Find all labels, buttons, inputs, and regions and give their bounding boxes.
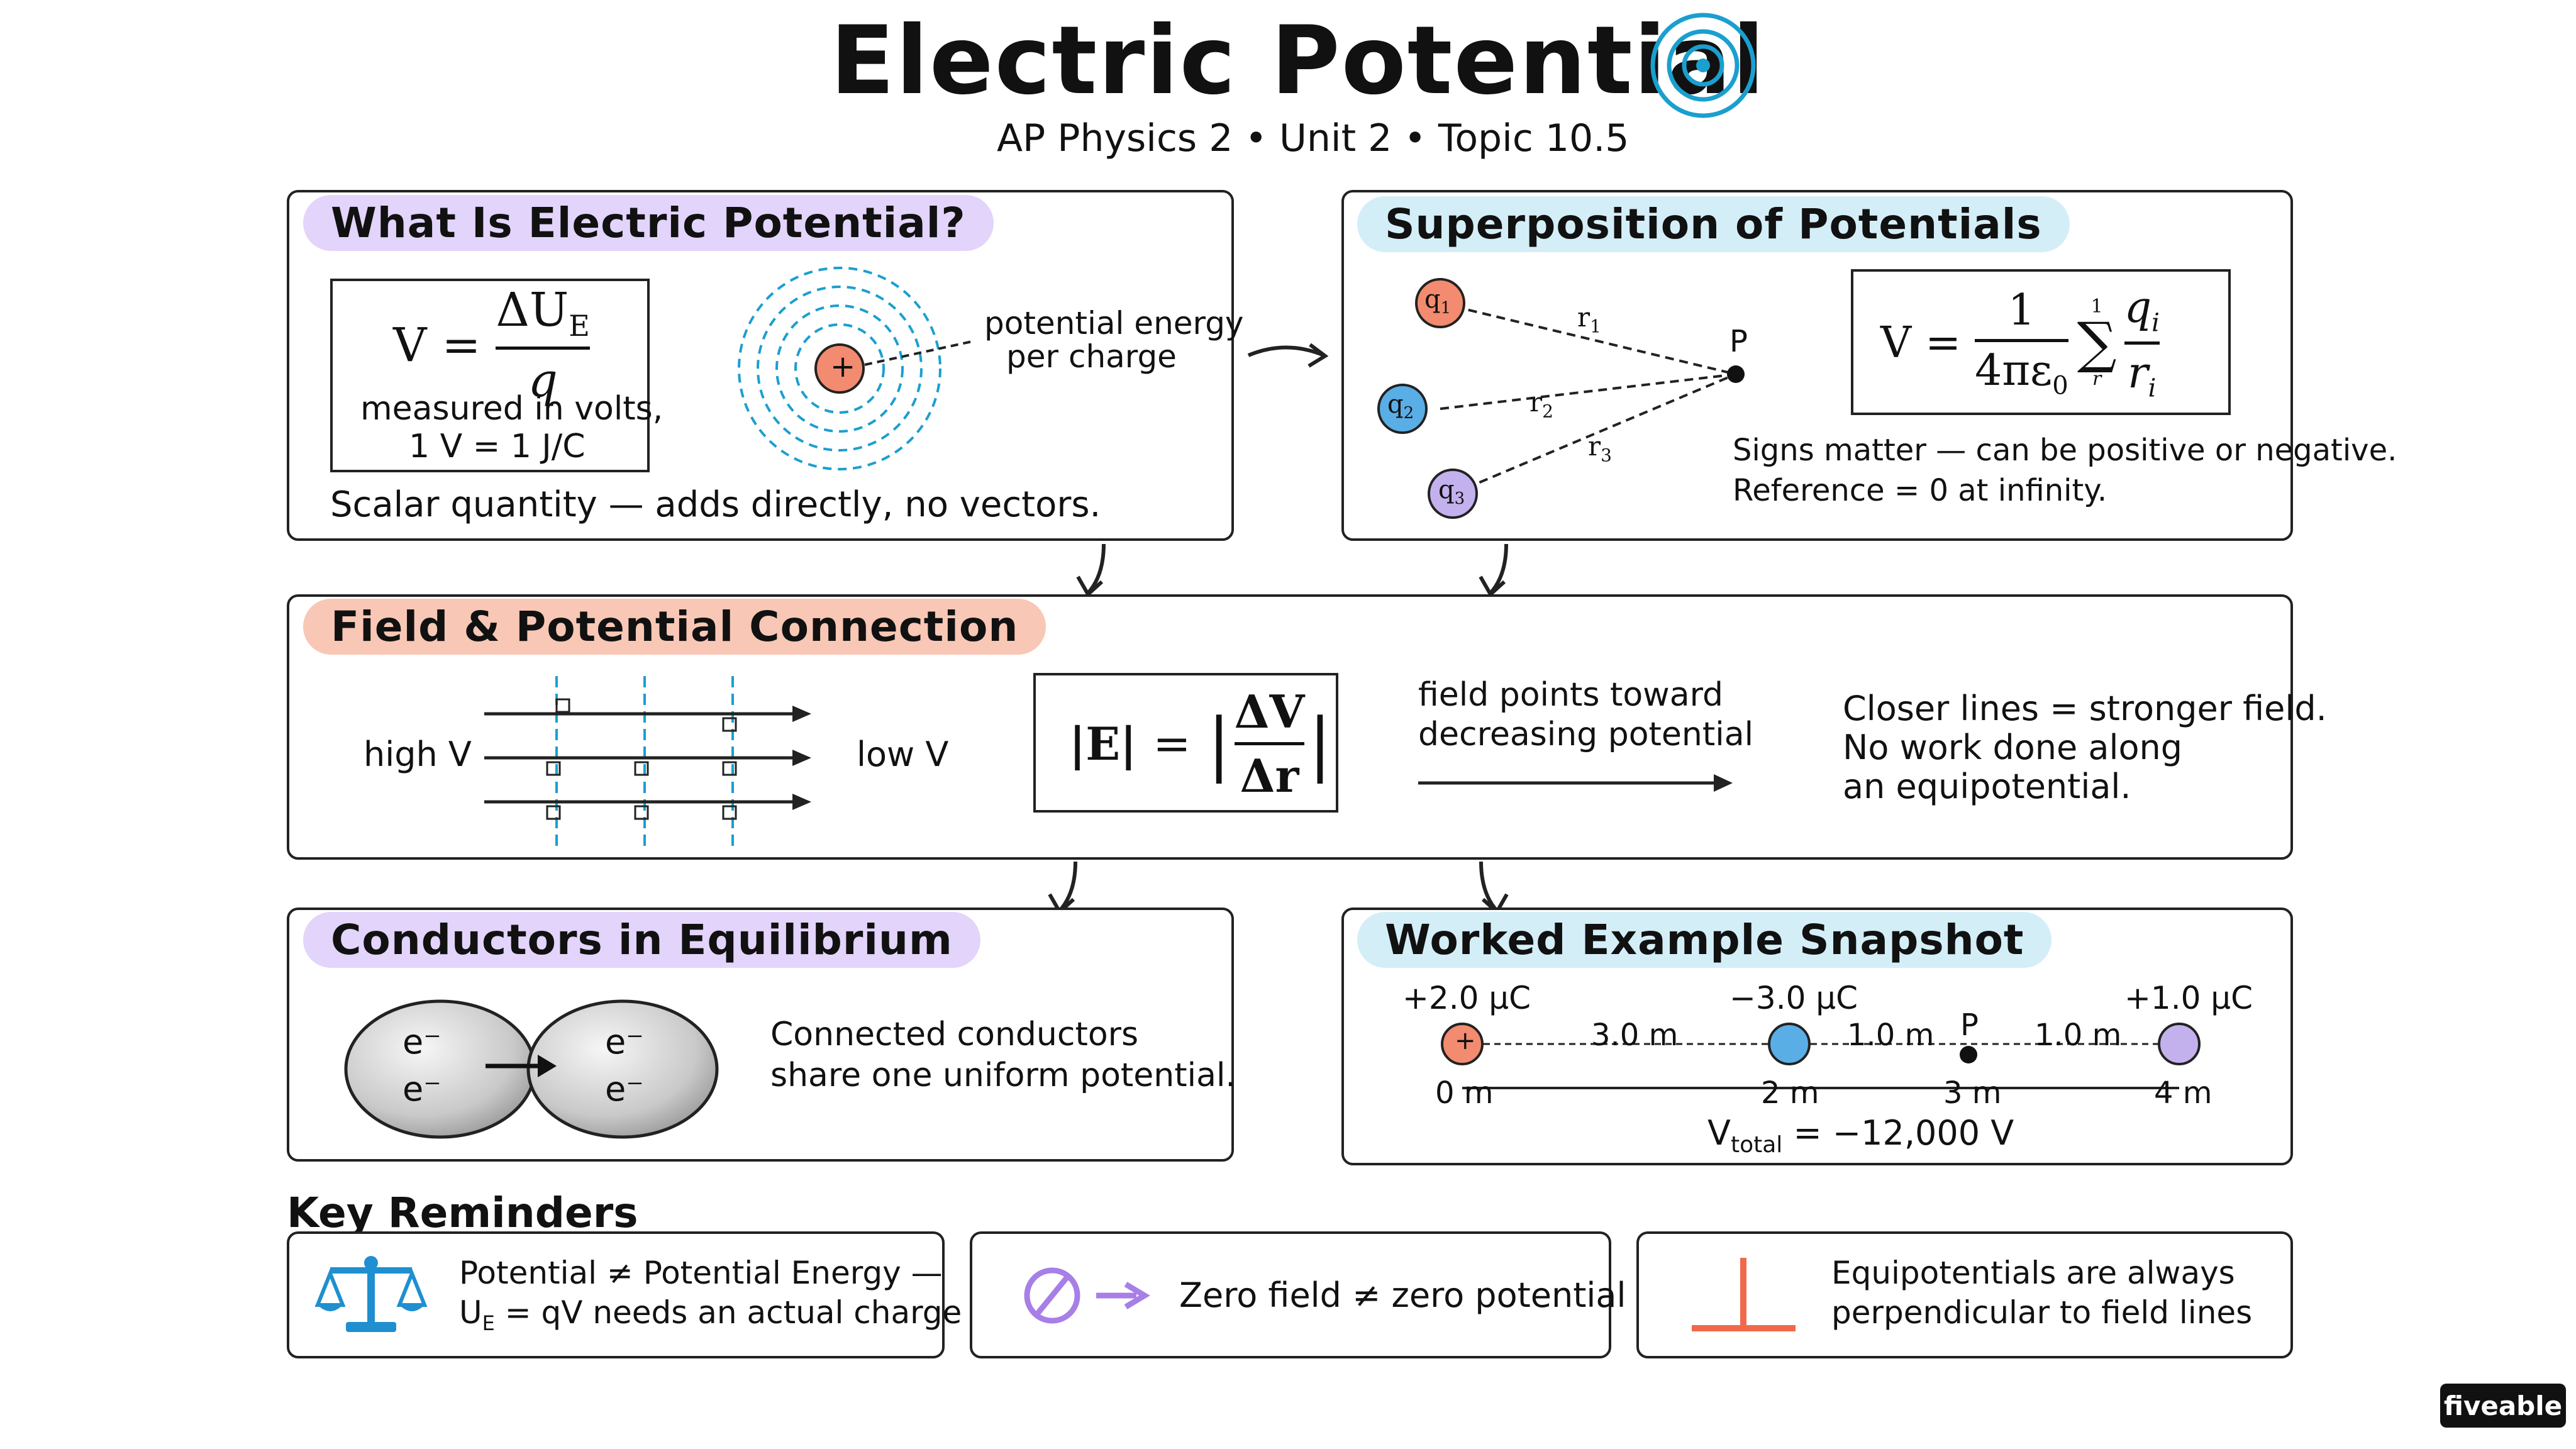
position-2-label: 2 m [1761,1075,1819,1111]
charge-q1-label: q1 [1424,285,1452,318]
position-4-label: 4 m [2154,1075,2212,1111]
scalar-note: Scalar quantity — adds directly, no vect… [330,484,1101,525]
distance-r1-label: r1 [1577,302,1601,337]
distance-r2-label: r2 [1530,387,1553,422]
brand-logo: fiveable [2440,1384,2566,1428]
balance-scale-icon [314,1256,428,1332]
superposition-formula: V = 1 4πε0 1 ∑ r qi ri [1880,282,2160,403]
reminder-1-line-1: Potential ≠ Potential Energy — [459,1255,943,1291]
page-title: Electric Potential [830,6,1766,116]
position-0-label: 0 m [1435,1075,1494,1111]
field-note-line-2: No work done along [1843,728,2182,767]
charge-q1 [1415,278,1465,328]
superposition-diagram [1377,278,1745,519]
charge-1-marker [1441,1023,1484,1065]
gap-label-2: 1.0 m [1847,1018,1935,1053]
diagram-label-line-2: per charge [1006,338,1177,375]
total-potential-result: Vtotal = −12,000 V [1707,1113,2014,1158]
reminder-3-line-2: perpendicular to field lines [1831,1294,2253,1331]
conductors-note-line-2: share one uniform potential. [770,1057,1236,1094]
charge-3-value: +1.0 μC [2124,980,2253,1016]
signs-note: Signs matter — can be positive or negati… [1733,433,2397,468]
field-lines-diagram [484,676,811,846]
worked-example-header: Worked Example Snapshot [1357,912,2052,968]
electron-3: e⁻ [605,1022,644,1062]
charge-q2-label: q2 [1387,390,1414,423]
formula-numerator-sub: E [569,308,590,343]
connected-conductors-diagram [344,999,719,1139]
charge-1-value: +2.0 μC [1402,980,1531,1016]
key-reminders-title: Key Reminders [287,1189,638,1237]
reminder-1-line-2: UE = qV needs an actual charge [459,1294,962,1335]
charge-3-marker [2158,1023,2201,1065]
point-p-label: P [1729,324,1748,359]
field-direction-line-1: field points toward [1418,676,1724,714]
charge-q3-label: q3 [1438,475,1465,508]
field-direction-arrow [1418,774,1733,792]
null-arrow-icon [1024,1267,1150,1324]
formula-equals: = [441,318,481,372]
diagram-label-line-1: potential energy [984,305,1244,341]
gap-label-3: 1.0 m [2035,1018,2122,1053]
target-icon [1650,13,1756,118]
potential-formula: V = ΔUE q [393,283,590,408]
potential-formula-box [330,279,650,472]
charge-q3 [1428,469,1478,519]
high-v-label: high V [364,735,472,774]
field-note-line-1: Closer lines = stronger field. [1843,689,2327,728]
low-v-label: low V [857,735,949,774]
conductors-note-line-1: Connected conductors [770,1016,1139,1053]
positive-charge-symbol: + [830,349,856,384]
equipotential-rings-diagram [738,267,975,470]
units-line-1: measured in volts, [360,390,663,428]
point-p-label-example: P [1960,1008,1979,1043]
what-is-header: What Is Electric Potential? [303,195,994,251]
reference-note: Reference = 0 at infinity. [1733,473,2107,508]
reminder-card-1 [287,1231,945,1358]
charge-q2 [1377,384,1428,434]
flow-arrow-right [1247,343,1329,368]
formula-numerator: ΔU [496,283,569,337]
sigma-symbol: ∑ [2077,310,2117,375]
flow-arrow-down-right [1479,543,1508,597]
point-p [1727,365,1745,383]
reminder-card-3 [1636,1231,2293,1358]
field-connection-header: Field & Potential Connection [303,599,1046,655]
page-subtitle: AP Physics 2 • Unit 2 • Topic 10.5 [997,116,1629,160]
worked-example-axis [1441,1023,2201,1089]
distance-r3-label: r3 [1588,431,1612,466]
conductors-header: Conductors in Equilibrium [303,912,980,968]
charge-1-symbol: + [1455,1026,1476,1055]
field-formula: |E| = | ΔV Δr | [1069,684,1332,802]
reminder-2-text: Zero field ≠ zero potential [1179,1275,1626,1315]
formula-lhs: V [393,318,427,372]
point-p-marker [1960,1046,1977,1063]
units-line-2: 1 V = 1 J/C [409,428,586,465]
electron-1: e⁻ [402,1022,441,1062]
reminder-3-line-1: Equipotentials are always [1831,1255,2235,1291]
field-direction-line-2: decreasing potential [1418,716,1754,753]
superposition-header: Superposition of Potentials [1357,196,2070,252]
electron-4: e⁻ [605,1069,644,1109]
brand-text: fiveable [2443,1390,2563,1421]
position-3-label: 3 m [1943,1075,2002,1111]
gap-label-1: 3.0 m [1591,1018,1679,1053]
perpendicular-icon [1692,1258,1796,1331]
flow-arrow-down-left [1076,543,1106,597]
electron-2: e⁻ [402,1069,441,1109]
positive-charge [814,343,865,394]
superposition-formula-box [1851,269,2231,415]
field-note-line-3: an equipotential. [1843,767,2131,806]
charge-2-value: −3.0 μC [1729,980,1858,1016]
charge-2-marker [1768,1023,1811,1065]
formula-denominator: q [528,353,558,408]
